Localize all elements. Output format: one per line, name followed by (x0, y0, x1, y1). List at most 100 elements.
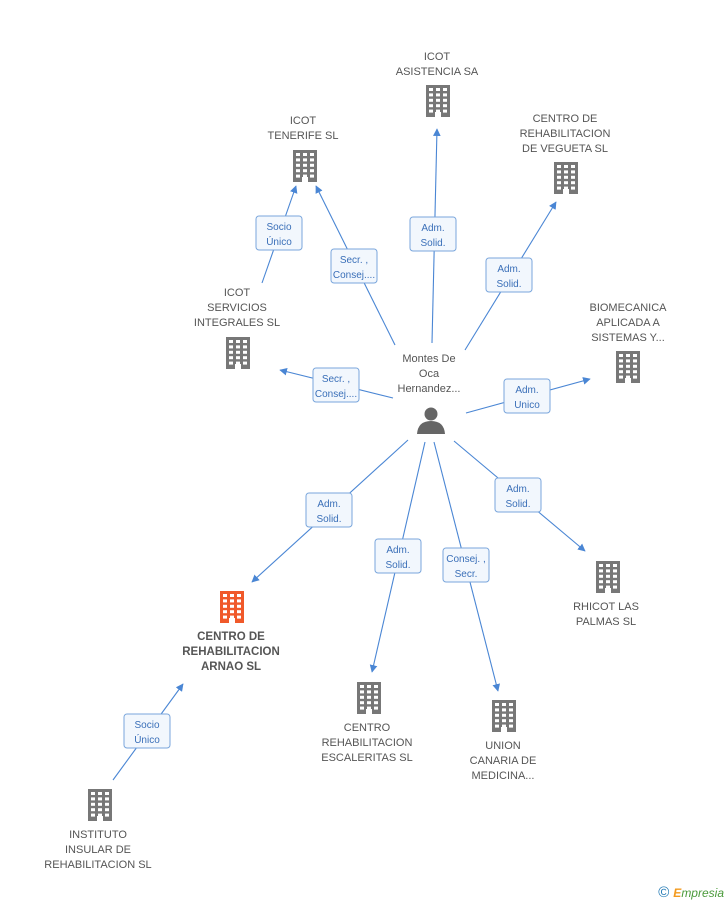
node-label-line: UNION (485, 740, 521, 752)
node-label-line: REHABILITACION (182, 646, 280, 658)
role-badge-text: Consej. , (446, 554, 485, 565)
brand-logo[interactable]: Empresia (673, 885, 724, 900)
edges-layer (112, 128, 591, 781)
role-badge-text: Solid. (505, 499, 530, 510)
node-label-line: PALMAS SL (576, 616, 636, 628)
node-label-line: CANARIA DE (470, 755, 537, 767)
node-label-line: Hernandez... (398, 383, 461, 395)
node-label-line: CENTRO (344, 722, 391, 734)
role-badge[interactable]: Adm.Solid. (305, 492, 353, 528)
company-node-centro-escaleritas[interactable]: CENTRO REHABILITACION ESCALERITAS SL (321, 682, 413, 764)
building-icon (293, 150, 317, 182)
building-icon (426, 85, 450, 117)
company-node-union-canaria[interactable]: UNION CANARIA DE MEDICINA... (470, 700, 537, 782)
node-label-line: REHABILITACION SL (44, 859, 151, 871)
role-badge-text: Único (266, 235, 292, 248)
copyright-icon: © (658, 884, 670, 901)
role-badge-text: Consej.... (333, 270, 375, 281)
role-badge-text: Solid. (420, 238, 445, 249)
node-label-line: BIOMECANICA (589, 302, 667, 314)
company-node-biomecanica[interactable]: BIOMECANICA APLICADA A SISTEMAS Y... (589, 302, 667, 383)
badges-layer: Adm.Solid.Secr. ,Consej....SocioÚnicoAdm… (123, 215, 551, 749)
role-badge-text: Secr. (455, 569, 478, 580)
company-node-instituto-insular[interactable]: INSTITUTO INSULAR DE REHABILITACION SL (44, 789, 152, 871)
role-badge-text: Secr. , (322, 374, 350, 385)
node-label-line: REHABILITACION (520, 128, 611, 140)
company-node-icot-servicios[interactable]: ICOT SERVICIOS INTEGRALES SL (194, 287, 280, 369)
role-badge-box (503, 378, 551, 414)
node-label-line: REHABILITACION (322, 737, 413, 749)
node-label-line: TENERIFE SL (268, 130, 339, 142)
node-label-line: INTEGRALES SL (194, 317, 280, 329)
role-badge-text: Único (134, 733, 160, 746)
person-node[interactable]: Montes De OcaHernandez... (398, 353, 461, 434)
node-label-line: ASISTENCIA SA (396, 66, 479, 78)
node-label-line: ESCALERITAS SL (321, 752, 413, 764)
role-badge-box (485, 257, 533, 293)
node-label-line: CENTRO DE (533, 113, 598, 125)
node-label-line: APLICADA A (596, 317, 660, 329)
role-badge-text: Socio (134, 720, 159, 731)
role-badge-text: Adm. (506, 484, 529, 495)
role-badge-box (123, 713, 171, 749)
role-badge-text: Adm. (421, 223, 444, 234)
role-badge-text: Adm. (317, 499, 340, 510)
footer-credit: © Empresia (658, 884, 724, 901)
person-icon (417, 407, 445, 434)
role-badge[interactable]: Adm. Unico (503, 378, 551, 414)
building-icon (492, 700, 516, 732)
role-badge-text: Secr. , (340, 255, 368, 266)
building-icon (88, 789, 112, 821)
node-label-line: INSULAR DE (65, 844, 131, 856)
node-label-line: INSTITUTO (69, 829, 127, 841)
node-label-line: MEDICINA... (472, 770, 535, 782)
role-badge-text: Adm. (497, 264, 520, 275)
company-node-centro-arnao[interactable]: CENTRO DE REHABILITACION ARNAO SL (182, 591, 280, 673)
role-badge[interactable]: Secr. , Consej.... (330, 248, 378, 284)
role-badge[interactable]: Adm. Solid. (494, 477, 542, 513)
role-badge-box (305, 492, 353, 528)
role-badge-text: Adm. (515, 385, 538, 396)
role-badge-text: Adm. (386, 545, 409, 556)
node-label-line: SISTEMAS Y... (591, 332, 665, 344)
company-node-icot-tenerife[interactable]: ICOT TENERIFE SL (268, 115, 339, 182)
building-icon (616, 351, 640, 383)
node-label-line: CENTRO DE (197, 631, 265, 643)
role-badge-text: Socio (266, 222, 291, 233)
role-badge[interactable]: Adm. Solid. (485, 257, 533, 293)
node-label-line: Montes De (402, 353, 455, 365)
company-node-icot-asistencia[interactable]: ICOT ASISTENCIA SA (396, 51, 479, 117)
building-icon (220, 591, 244, 623)
node-label-line: ARNAO SL (201, 661, 261, 673)
building-icon (554, 162, 578, 194)
role-badge[interactable]: Consej. , Secr. (442, 547, 490, 583)
building-icon (357, 682, 381, 714)
node-label-line: ICOT (424, 51, 451, 63)
role-badge-box (374, 538, 422, 574)
node-label-line: RHICOT LAS (573, 601, 639, 613)
node-label-line: Oca (419, 368, 440, 380)
role-badge-text: Unico (514, 400, 540, 411)
role-badge[interactable]: Secr. , Consej.... (312, 367, 360, 403)
building-icon (596, 561, 620, 593)
role-badge-box (409, 216, 457, 252)
building-icon (226, 337, 250, 369)
node-label-line: ICOT (290, 115, 317, 127)
role-badge[interactable]: Adm.Solid. (374, 538, 422, 574)
node-label-line: SERVICIOS (207, 302, 267, 314)
role-badge-text: Solid. (496, 279, 521, 290)
node-label-line: DE VEGUETA SL (522, 143, 608, 155)
company-node-centro-vegueta[interactable]: CENTRO DE REHABILITACION DE VEGUETA SL (520, 113, 611, 194)
role-badge-box (330, 248, 378, 284)
role-badge-box (442, 547, 490, 583)
company-node-rhicot[interactable]: RHICOT LAS PALMAS SL (573, 561, 639, 628)
node-label-line: ICOT (224, 287, 251, 299)
role-badge-box (312, 367, 360, 403)
role-badge-box (494, 477, 542, 513)
role-badge[interactable]: Adm. Solid. (409, 216, 457, 252)
role-badge-text: Consej.... (315, 389, 357, 400)
